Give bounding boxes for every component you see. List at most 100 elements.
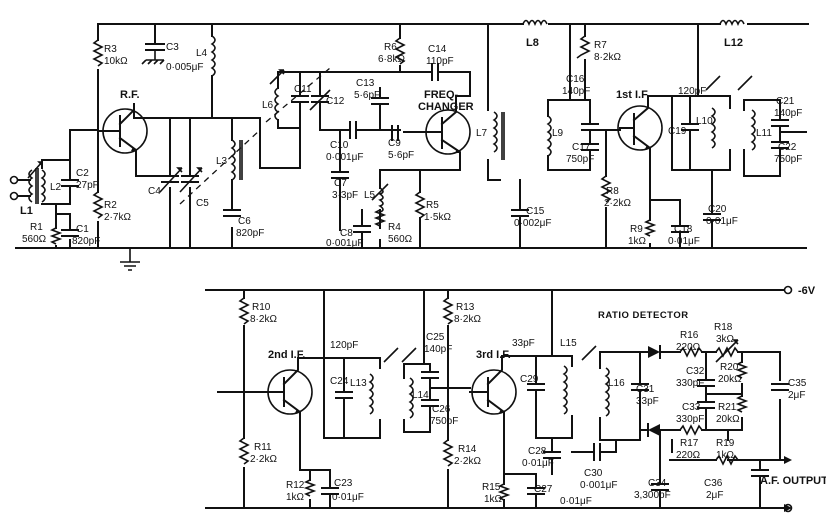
label-r17: R17	[680, 438, 699, 449]
label-r5: R5	[426, 200, 439, 211]
label-c5: C5	[196, 198, 209, 209]
resistor-r16	[679, 346, 703, 358]
coil-l14	[408, 377, 414, 419]
label-c33-value: 330pF	[676, 414, 704, 425]
label-r12: R12	[286, 480, 305, 491]
label-c24: C24	[330, 376, 349, 387]
component-labels: L1 L2 C2 27pF R1 560Ω C1 820pF R2 2·7kΩ …	[20, 37, 807, 507]
label-c30-value: 0·001μF	[580, 480, 617, 491]
label-l11: L11	[756, 128, 772, 139]
label-c19: C19	[668, 126, 687, 137]
label-c21: C21	[776, 96, 795, 107]
cap-c3	[145, 43, 165, 51]
label-l15: L15	[560, 338, 577, 349]
label-c29: C29	[520, 374, 539, 385]
label-r2: R2	[104, 200, 117, 211]
label-r16-value: 220Ω	[676, 342, 701, 353]
label-c12: C12	[326, 96, 345, 107]
resistor-r6	[394, 37, 406, 65]
label-r11-value: 2·2kΩ	[250, 454, 277, 465]
label-c34: C34	[648, 478, 667, 489]
label-c25: C25	[426, 332, 445, 343]
cap-c8	[353, 225, 371, 233]
cap-c28	[543, 451, 561, 459]
cap-c27	[527, 487, 545, 495]
label-c18-value: 0·01μF	[668, 236, 700, 247]
resistor-r17	[679, 424, 703, 436]
resistor-r3	[92, 39, 104, 67]
resistor-r8	[600, 175, 612, 203]
stage-if1-label: 1st I.F.	[616, 89, 650, 101]
label-c10-value: 0·001μF	[326, 152, 363, 163]
label-r18: R18	[714, 322, 733, 333]
output-arrow	[784, 456, 792, 512]
stage-if2-label: 2nd I.F.	[268, 349, 305, 361]
label-r20-value: 20kΩ	[718, 374, 742, 385]
label-c24-value: 120pF	[330, 340, 358, 351]
resistor-r7	[576, 35, 591, 59]
rail-minus6v-label: -6V	[798, 285, 816, 297]
label-c8: C8	[340, 228, 353, 239]
label-c8-value: 0·001μF	[326, 238, 363, 249]
coil-l4	[210, 35, 216, 77]
label-c10: C10	[330, 140, 349, 151]
label-c7-value: 3·3pF	[332, 190, 358, 201]
choke-l8	[522, 19, 548, 27]
choke-l12	[719, 19, 745, 27]
stage-if3-label: 3rd I.F.	[476, 349, 511, 361]
label-c23-value: 0·01μF	[332, 492, 364, 503]
label-l2: L2	[50, 182, 62, 193]
stage-freq-changer-label-1: FREQ-	[424, 89, 459, 101]
label-r4: R4	[388, 222, 401, 233]
label-c36: C36	[704, 478, 723, 489]
coil-l10	[710, 107, 716, 149]
label-c2-value: 27pF	[76, 180, 99, 191]
cap-c10	[349, 121, 357, 139]
cap-c22	[771, 141, 789, 149]
output-label: A.F. OUTPUT	[760, 475, 826, 487]
cap-c12	[311, 95, 329, 103]
label-r9-value: 1kΩ	[628, 236, 647, 247]
coil-l13	[368, 373, 374, 415]
label-c22: C22	[778, 142, 797, 153]
resistor-r1	[49, 227, 63, 245]
label-c26-value: 750pF	[430, 416, 458, 427]
cap-c15	[511, 209, 529, 217]
label-r13-value: 8·2kΩ	[454, 314, 481, 325]
cap-c33	[697, 401, 715, 409]
label-r16: R16	[680, 330, 699, 341]
label-r19: R19	[716, 438, 735, 449]
diode-bottom	[648, 424, 660, 436]
label-r7-value: 8·2kΩ	[594, 52, 621, 63]
label-c15-value: 0·002μF	[514, 218, 551, 229]
diode-top	[648, 346, 660, 358]
cap-c26	[421, 399, 439, 407]
input-terminal-1	[9, 175, 19, 185]
label-l10: L10	[696, 116, 713, 127]
label-c6-value: 820pF	[236, 228, 264, 239]
label-c26: C26	[432, 404, 451, 415]
cap-c23	[321, 487, 339, 495]
label-r1-value: 560Ω	[22, 234, 47, 245]
label-c21-value: 140pF	[774, 108, 802, 119]
label-c31: C31	[636, 384, 655, 395]
label-c20-value: 0·01μF	[706, 216, 738, 227]
minus6v-terminal	[783, 285, 793, 295]
label-c4: C4	[148, 186, 161, 197]
resistor-r9	[643, 219, 657, 237]
label-r3: R3	[104, 44, 117, 55]
label-l1: L1	[20, 205, 33, 217]
cap-c13	[371, 97, 389, 105]
label-c36-value: 2μF	[706, 490, 723, 501]
label-r19-value: 1kΩ	[716, 450, 735, 461]
label-r10-value: 8·2kΩ	[250, 314, 277, 325]
resistor-r15	[497, 483, 511, 501]
cap-c25	[421, 371, 439, 379]
label-c28: C28	[528, 446, 547, 457]
label-c17-value: 750pF	[566, 154, 594, 165]
coil-l2	[40, 169, 46, 203]
label-c27-value: 0·01μF	[560, 496, 592, 507]
label-c1: C1	[76, 224, 89, 235]
label-r12-value: 1kΩ	[286, 492, 305, 503]
